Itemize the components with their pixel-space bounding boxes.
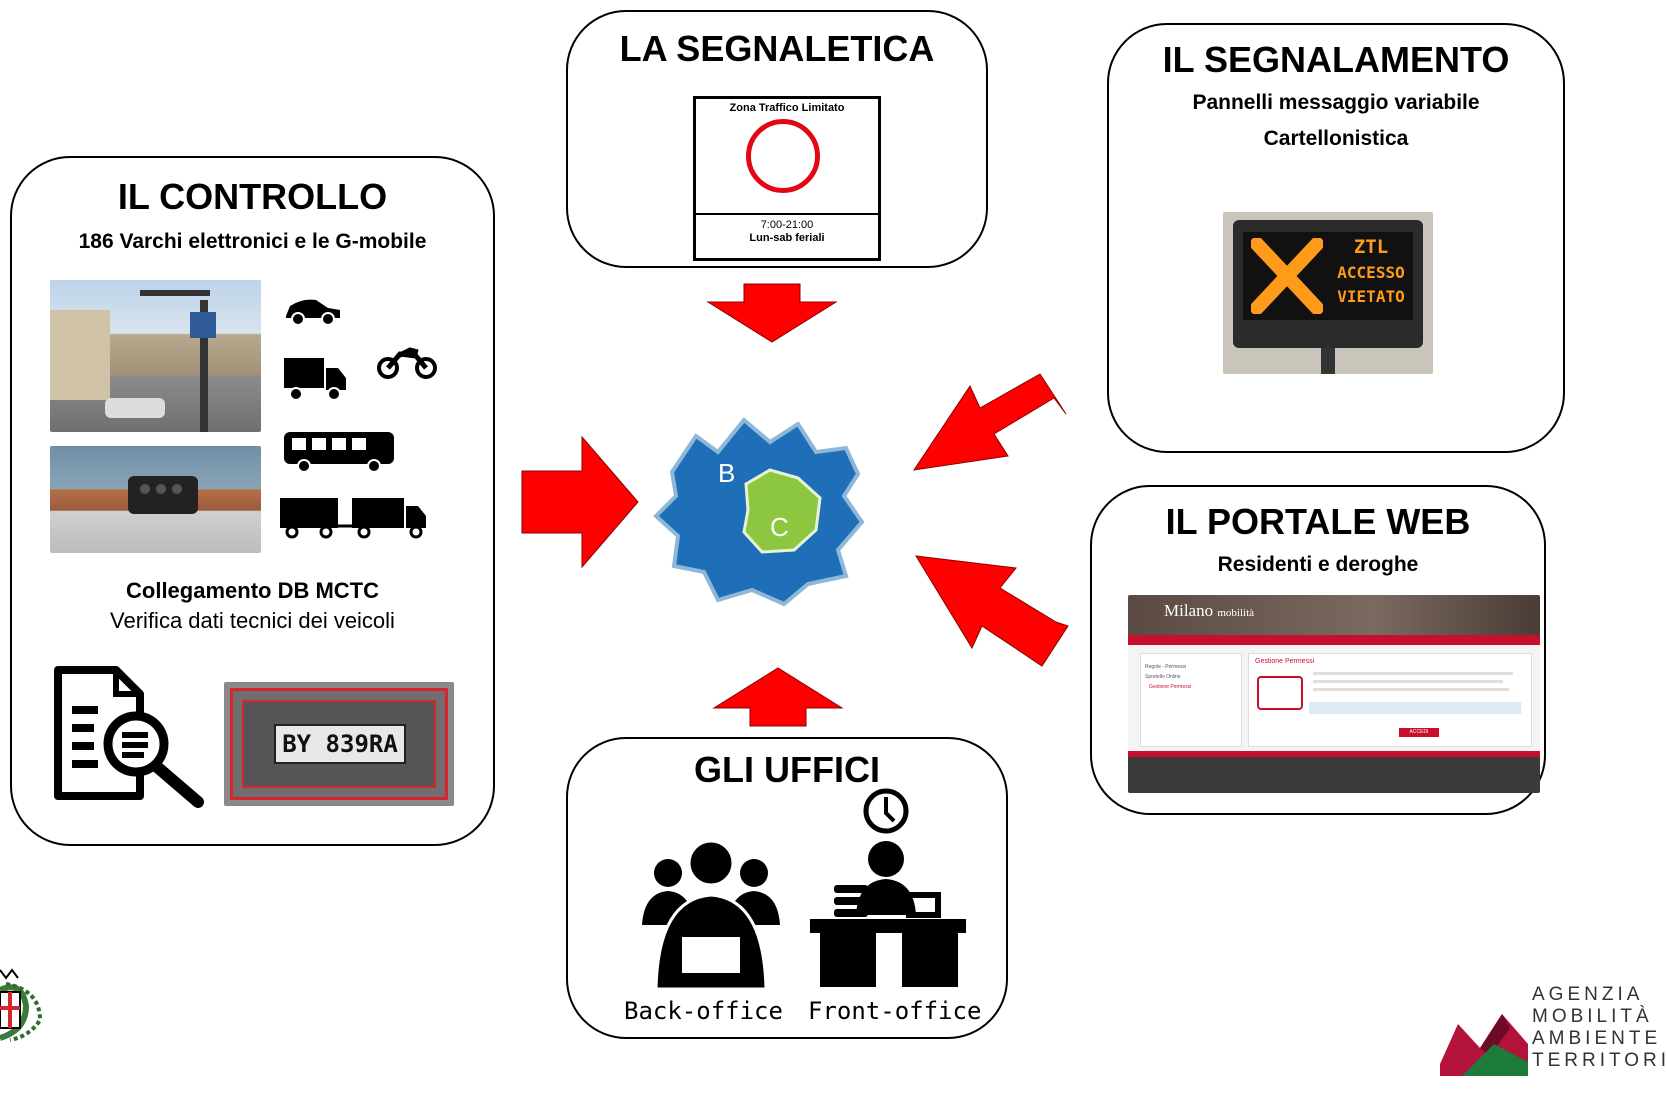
controllo-box: IL CONTROLLO 186 Varchi elettronici e le… [10, 156, 495, 846]
amat-line-3: AMBIENTE [1532, 1028, 1662, 1049]
site-suffix: mobilità [1217, 607, 1255, 619]
portale-title: IL PORTALE WEB [1165, 501, 1471, 542]
portal-screenshot: Milano mobilità Regole - Permessi Sporte… [1128, 595, 1540, 793]
side-item-1[interactable]: Regole - Permessi [1145, 664, 1187, 670]
trailer-truck-icon [280, 498, 426, 539]
bus-icon [284, 432, 394, 472]
vms-line-3: VIETATO [1337, 287, 1405, 306]
segnalamento-line2: Cartellonistica [1263, 127, 1409, 150]
back-office-icon [642, 839, 780, 989]
portale-subtitle: Residenti e deroghe [1217, 553, 1419, 576]
no-vehicles-sign [746, 119, 820, 193]
amat-line-1: AGENZIA [1532, 984, 1644, 1005]
cross-icon [1251, 238, 1323, 314]
vms-line-2: ACCESSO [1337, 263, 1405, 282]
controllo-title: IL CONTROLLO [117, 176, 388, 217]
vms-line-1: ZTL [1353, 236, 1389, 258]
db-text: Verifica dati tecnici dei veicoli [110, 608, 395, 633]
car-icon [286, 299, 340, 326]
milan-coat-of-arms-logo [0, 968, 43, 1042]
site-name: Milano [1164, 601, 1214, 620]
portal-page-heading: Gestione Permessi [1255, 658, 1315, 665]
milan-zones-map: B C [653, 417, 865, 607]
motorcycle-icon [377, 347, 437, 379]
front-office-icon [810, 788, 966, 987]
car-screen-icon [1257, 676, 1303, 710]
plate-photo: BY 839RA [224, 682, 454, 806]
document-search-icon [54, 666, 204, 808]
segnaletica-title: LA SEGNALETICA [619, 28, 935, 69]
arrow-from-uffici [712, 667, 844, 727]
db-title: Collegamento DB MCTC [126, 578, 379, 603]
ztl-sign: Zona Traffico Limitato 7:00-21:00 Lun-sa… [693, 96, 881, 261]
segnalamento-line1: Pannelli messaggio variabile [1192, 91, 1480, 114]
uffici-box: GLI UFFICI Back-office Front-office [566, 737, 1008, 1039]
portal-access-button[interactable]: ACCEDI [1399, 728, 1439, 737]
arrow-from-segnalamento [912, 373, 1067, 471]
camera-photo [50, 446, 261, 553]
sign-header: Zona Traffico Limitato [729, 102, 845, 114]
side-item-2[interactable]: Sportello Online [1145, 674, 1181, 680]
segnaletica-box: LA SEGNALETICA Zona Traffico Limitato 7:… [566, 10, 988, 268]
segnalamento-title: IL SEGNALAMENTO [1162, 39, 1510, 80]
sign-days: Lun-sab feriali [749, 232, 825, 244]
amat-logo: AGENZIA MOBILITÀ AMBIENTE TERRITORIO [1440, 980, 1667, 1105]
truck-icon [284, 358, 346, 401]
back-office-label: Back-office [624, 997, 783, 1025]
sign-hours: 7:00-21:00 [760, 219, 814, 231]
gate-photo [50, 280, 261, 432]
amat-line-4: TERRITORIO [1532, 1050, 1667, 1071]
amat-logo-mark [1440, 1014, 1528, 1076]
zone-b-label: B [718, 458, 735, 488]
amat-line-2: MOBILITÀ [1532, 1006, 1653, 1027]
uffici-title: GLI UFFICI [694, 749, 880, 790]
zone-c-label: C [770, 512, 789, 542]
arrow-from-portale [915, 555, 1069, 667]
site-logo-text: Milano mobilità [1164, 601, 1254, 621]
arrow-from-segnaletica [706, 283, 838, 343]
controllo-subtitle: 186 Varchi elettronici e le G-mobile [78, 230, 427, 253]
arrow-from-controllo [521, 435, 639, 569]
side-item-3[interactable]: Gestione Permessi [1149, 684, 1192, 690]
portale-box: IL PORTALE WEB Residenti e deroghe Milan… [1090, 485, 1546, 815]
front-office-label: Front-office [808, 997, 982, 1025]
license-plate: BY 839RA [274, 724, 406, 764]
vms-panel-photo: ZTL ACCESSO VIETATO [1223, 212, 1433, 374]
segnalamento-box: IL SEGNALAMENTO Pannelli messaggio varia… [1107, 23, 1565, 453]
